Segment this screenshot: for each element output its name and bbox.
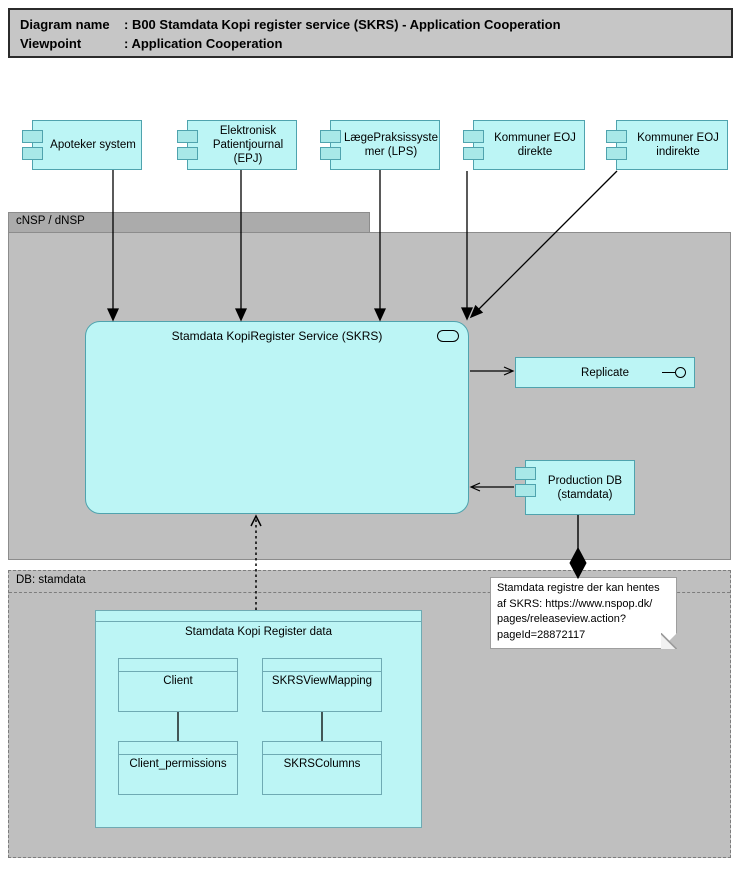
viewpoint-row: Viewpoint : Application Cooperation <box>20 34 721 53</box>
replicate-label: Replicate <box>581 366 629 379</box>
component-label: Kommuner EOJ indirekte <box>637 132 719 158</box>
databox-title: Stamdata Kopi Register data <box>184 626 333 638</box>
component-label: Production DB (stamdata) <box>547 474 623 501</box>
db-group-label: DB: stamdata <box>16 574 86 586</box>
table-name: SKRSViewMapping <box>271 675 373 687</box>
component-label: Kommuner EOJ direkte <box>494 132 576 158</box>
component-icon <box>177 130 199 160</box>
component-lps[interactable]: LægePraksissyste mer (LPS) <box>320 120 440 170</box>
cnsp-group-label: cNSP / dNSP <box>16 215 85 227</box>
diagram-name-row: Diagram name : B00 Stamdata Kopi registe… <box>20 15 721 34</box>
component-label: Apoteker system <box>50 139 136 151</box>
table-client-permissions[interactable]: Client_permissions <box>118 741 238 795</box>
table-name: SKRSColumns <box>283 758 361 770</box>
viewpoint-label: Viewpoint <box>20 36 82 51</box>
component-apoteker-system[interactable]: Apoteker system <box>22 120 142 170</box>
skrs-service-label: Stamdata KopiRegister Service (SKRS) <box>171 329 383 343</box>
component-icon <box>606 130 628 160</box>
note-fold-corner <box>661 633 677 649</box>
component-label: LægePraksissyste mer (LPS) <box>344 132 438 158</box>
table-name: Client <box>163 675 193 687</box>
provided-interface-icon <box>662 366 686 379</box>
component-kommuner-eoj-indirekte[interactable]: Kommuner EOJ indirekte <box>606 120 728 170</box>
component-icon <box>515 467 537 497</box>
table-skrsviewmapping[interactable]: SKRSViewMapping <box>262 658 382 712</box>
viewpoint-value: : Application Cooperation <box>124 36 283 51</box>
skrs-service-box[interactable]: Stamdata KopiRegister Service (SKRS) <box>85 321 469 514</box>
replicate-box[interactable]: Replicate <box>515 357 695 388</box>
component-icon <box>22 130 44 160</box>
stamdata-kopi-register-data-box[interactable]: Stamdata Kopi Register data <box>95 610 422 828</box>
component-epj[interactable]: Elektronisk Patientjournal (EPJ) <box>177 120 297 170</box>
component-production-db[interactable]: Production DB (stamdata) <box>515 460 635 515</box>
diagram-name-value: : B00 Stamdata Kopi register service (SK… <box>124 17 561 32</box>
table-client[interactable]: Client <box>118 658 238 712</box>
component-label: Elektronisk Patientjournal (EPJ) <box>212 125 284 165</box>
databox-top-strip <box>96 611 421 622</box>
component-icon <box>320 130 342 160</box>
diagram-title-box: Diagram name : B00 Stamdata Kopi registe… <box>8 8 733 58</box>
cnsp-group-tab: cNSP / dNSP <box>8 212 370 233</box>
db-group-header: DB: stamdata <box>9 571 730 593</box>
diagram-name-label: Diagram name <box>20 17 110 32</box>
component-kommuner-eoj-direkte[interactable]: Kommuner EOJ direkte <box>463 120 585 170</box>
archimate-service-icon <box>437 330 459 342</box>
table-skrscolumns[interactable]: SKRSColumns <box>262 741 382 795</box>
note-box[interactable]: Stamdata registre der kan hentes af SKRS… <box>490 577 677 649</box>
table-name: Client_permissions <box>129 758 227 770</box>
component-icon <box>463 130 485 160</box>
